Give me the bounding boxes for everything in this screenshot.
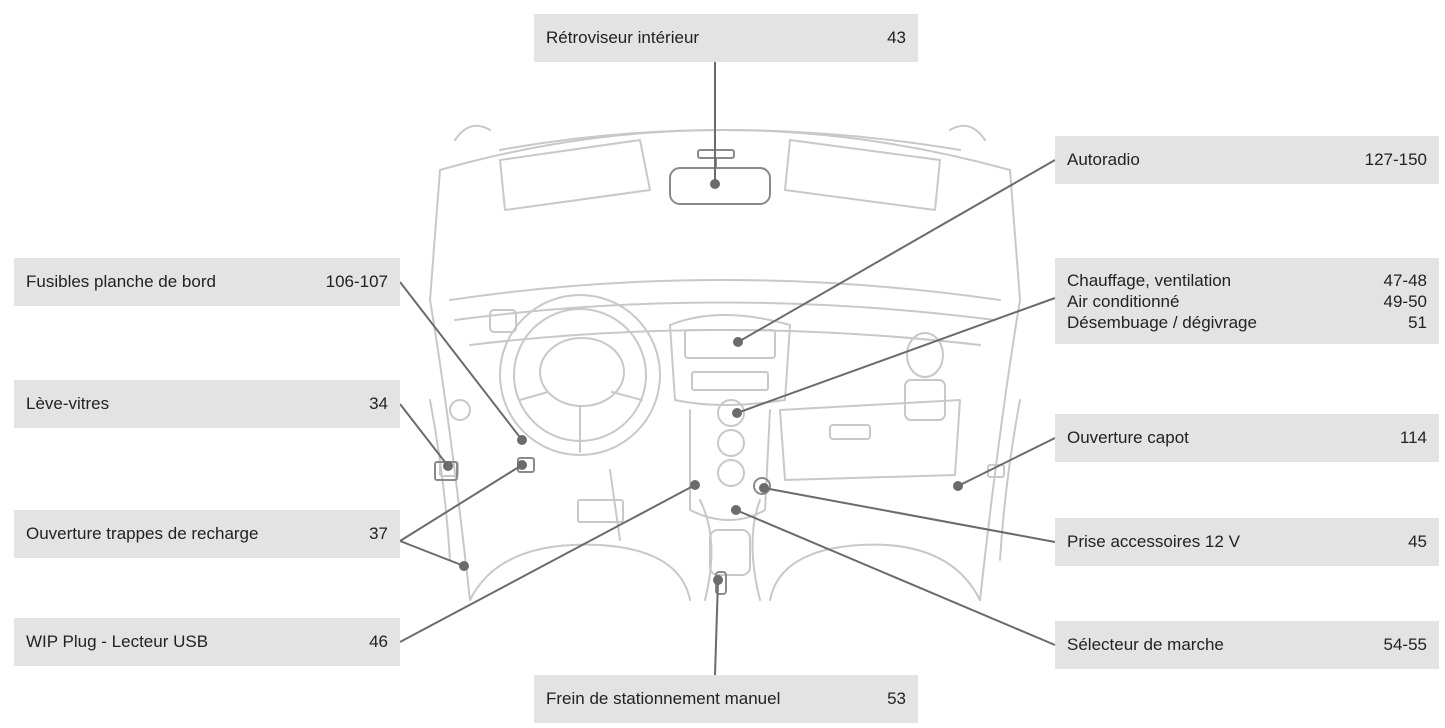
label-name: Ouverture trappes de recharge [26,524,259,543]
label-page: 46 [369,632,388,651]
label-name: Frein de stationnement manuel [546,689,781,708]
label-fusibles: Fusibles planche de bord 106-107 [14,258,400,306]
leader-prise [763,487,1056,543]
label-name: Air conditionné [1067,291,1180,311]
label-page: 49-50 [1383,291,1427,311]
label-frein: Frein de stationnement manuel 53 [534,675,918,723]
label-trappes: Ouverture trappes de recharge 37 [14,510,400,558]
label-page: 47-48 [1383,270,1427,290]
label-page: 37 [369,524,388,543]
label-page: 106-107 [325,272,388,291]
label-name: Désembuage / dégivrage [1067,312,1257,332]
label-selecteur: Sélecteur de marche 54-55 [1055,621,1439,669]
leader-leve-vitres [399,403,449,467]
label-name: Autoradio [1067,150,1140,169]
label-prise: Prise accessoires 12 V 45 [1055,518,1439,566]
dot-leve-vitres [443,461,453,471]
dot-retroviseur [710,179,720,189]
leader-trappes-1 [399,464,523,542]
dot-autoradio [733,337,743,347]
label-page: 51 [1408,312,1427,332]
label-page: 114 [1399,428,1427,447]
label-name: Rétroviseur intérieur [546,28,700,47]
label-page: 43 [887,28,906,47]
label-name: Sélecteur de marche [1067,635,1224,654]
leader-capot [957,437,1056,487]
label-name: WIP Plug - Lecteur USB [26,632,209,651]
dot-trappes-2 [459,561,469,571]
label-name: Chauffage, ventilation [1067,270,1232,290]
dot-prise [759,483,769,493]
dot-fusibles [517,435,527,445]
dot-chauffage [732,408,742,418]
dot-selecteur [731,505,741,515]
label-autoradio: Autoradio 127-150 [1055,136,1439,184]
label-page: 34 [369,394,388,413]
label-capot: Ouverture capot 114 [1055,414,1439,462]
label-page: 53 [887,689,906,708]
leader-wip [399,484,696,643]
label-page: 54-55 [1383,635,1427,654]
label-retroviseur: Rétroviseur intérieur 43 [534,14,918,62]
label-name: Lève-vitres [26,394,110,413]
label-name: Prise accessoires 12 V [1067,532,1240,551]
leader-selecteur [735,509,1056,646]
label-page: 127-150 [1364,150,1427,169]
label-wip: WIP Plug - Lecteur USB 46 [14,618,400,666]
leader-chauffage [736,297,1056,414]
leader-fusibles [399,281,523,441]
dot-frein [713,575,723,585]
dot-capot [953,481,963,491]
leader-trappes-2 [399,540,465,567]
label-page: 45 [1408,532,1427,551]
label-chauffage: Chauffage, ventilation 47-48 Air conditio… [1055,258,1439,344]
label-leve-vitres: Lève-vitres 34 [14,380,400,428]
label-name: Fusibles planche de bord [26,272,216,291]
dot-wip [690,480,700,490]
label-name: Ouverture capot [1067,428,1189,447]
leader-frein [714,579,719,676]
leader-autoradio [737,159,1056,343]
dot-trappes-1 [517,460,527,470]
